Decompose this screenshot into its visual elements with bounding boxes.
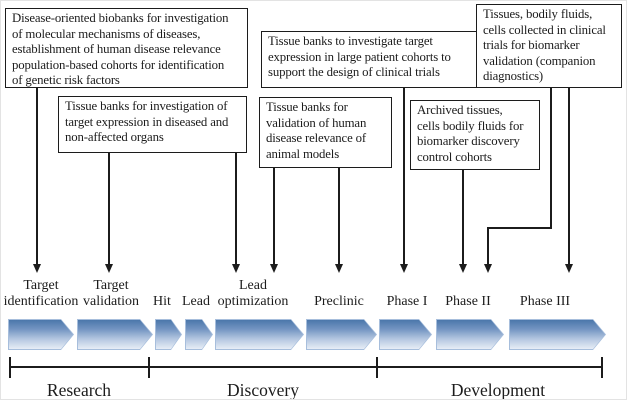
timeline-tick-start — [9, 357, 11, 378]
arrowhead-target-identification — [32, 264, 41, 273]
segment-label-research: Research — [46, 380, 112, 400]
annotation-box-archived-tissues: Archived tissues, cells bodily fluids fo… — [410, 100, 540, 170]
stage-label-phase1: Phase I — [386, 294, 428, 309]
pipeline-arrow-phase1 — [379, 319, 432, 350]
arrowhead-phase3 — [564, 264, 573, 273]
timeline-tick-discovery-development — [376, 357, 378, 378]
stage-label-phase2: Phase II — [445, 294, 491, 309]
arrowhead-lead-optimization-left — [231, 264, 240, 273]
pipeline-arrow-phase2 — [436, 319, 504, 350]
connector-line-phase1 — [403, 87, 405, 264]
pipeline-arrow-hit — [155, 319, 182, 350]
annotation-box-tissue-banks-patient-cohorts: Tissue banks to investigate target expre… — [261, 31, 481, 88]
stage-label-target-validation: Target validation — [83, 278, 139, 309]
pipeline-arrow-lead-optimization — [215, 319, 304, 350]
segment-label-development: Development — [450, 380, 546, 400]
connector-line-target-validation — [108, 152, 110, 264]
arrowhead-phase1 — [399, 264, 408, 273]
stage-label-phase3: Phase III — [519, 294, 571, 309]
stage-label-hit: Hit — [153, 294, 171, 309]
timeline-tick-research-discovery — [148, 357, 150, 378]
arrowhead-phase2-left — [458, 264, 467, 273]
annotation-box-tissues-clinical-trials: Tissues, bodily fluids, cells collected … — [476, 4, 622, 88]
connector-elbow-horizontal — [487, 227, 552, 229]
connector-line-phase3 — [568, 87, 570, 264]
timeline-axis — [10, 366, 602, 368]
pipeline-arrow-target-identification — [8, 319, 74, 350]
arrowhead-phase2-right — [483, 264, 492, 273]
pipeline-arrow-lead — [185, 319, 213, 350]
annotation-box-tissue-banks-organs: Tissue banks for investigation of target… — [58, 96, 247, 153]
connector-line-target-identification — [36, 87, 38, 264]
segment-label-discovery: Discovery — [227, 380, 299, 400]
stage-label-target-identification: Target identification — [3, 278, 79, 309]
annotation-box-tissue-banks-animal-models: Tissue banks for validation of human dis… — [259, 97, 392, 168]
arrowhead-preclinic — [334, 264, 343, 273]
arrowhead-lead-optimization-right — [269, 264, 278, 273]
connector-elbow-vertical-upper — [550, 87, 552, 229]
pipeline-arrow-target-validation — [77, 319, 153, 350]
stage-label-preclinic: Preclinic — [314, 294, 364, 309]
connector-line-lead-optimization-right — [273, 167, 275, 264]
pipeline-arrow-preclinic — [306, 319, 377, 350]
connector-line-preclinic — [338, 167, 340, 264]
arrowhead-target-validation — [104, 264, 113, 273]
connector-line-lead-optimization-left — [235, 152, 237, 264]
stage-label-lead: Lead — [182, 294, 210, 309]
stage-label-lead-optimization: Lead optimization — [217, 278, 289, 309]
pipeline-arrow-phase3 — [509, 319, 606, 350]
annotation-box-disease-oriented-biobanks: Disease-oriented biobanks for investigat… — [5, 8, 248, 88]
timeline-tick-end — [601, 357, 603, 378]
connector-line-phase2-left — [462, 169, 464, 264]
connector-elbow-vertical-lower — [487, 227, 489, 264]
